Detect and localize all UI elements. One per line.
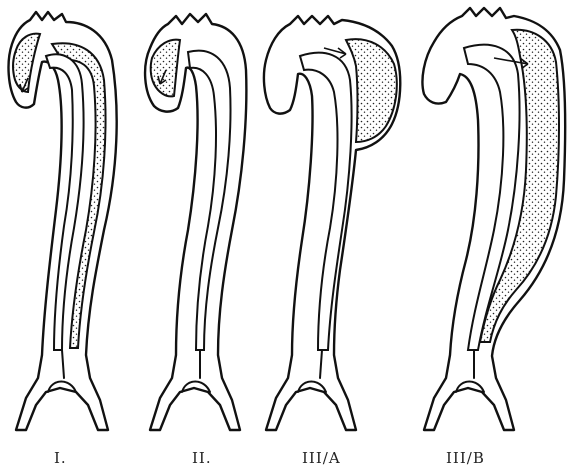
panel-label-type-3b: III/B [446,449,485,467]
panel-type-3a [264,16,400,430]
panel-type-1 [9,12,117,430]
panel-type-3b [422,8,565,430]
panel-label-type-3a: III/A [302,449,341,467]
panel-label-type-2: II. [192,449,212,467]
panel-label-type-1: I. [54,449,67,467]
panel-type-2 [145,14,246,430]
